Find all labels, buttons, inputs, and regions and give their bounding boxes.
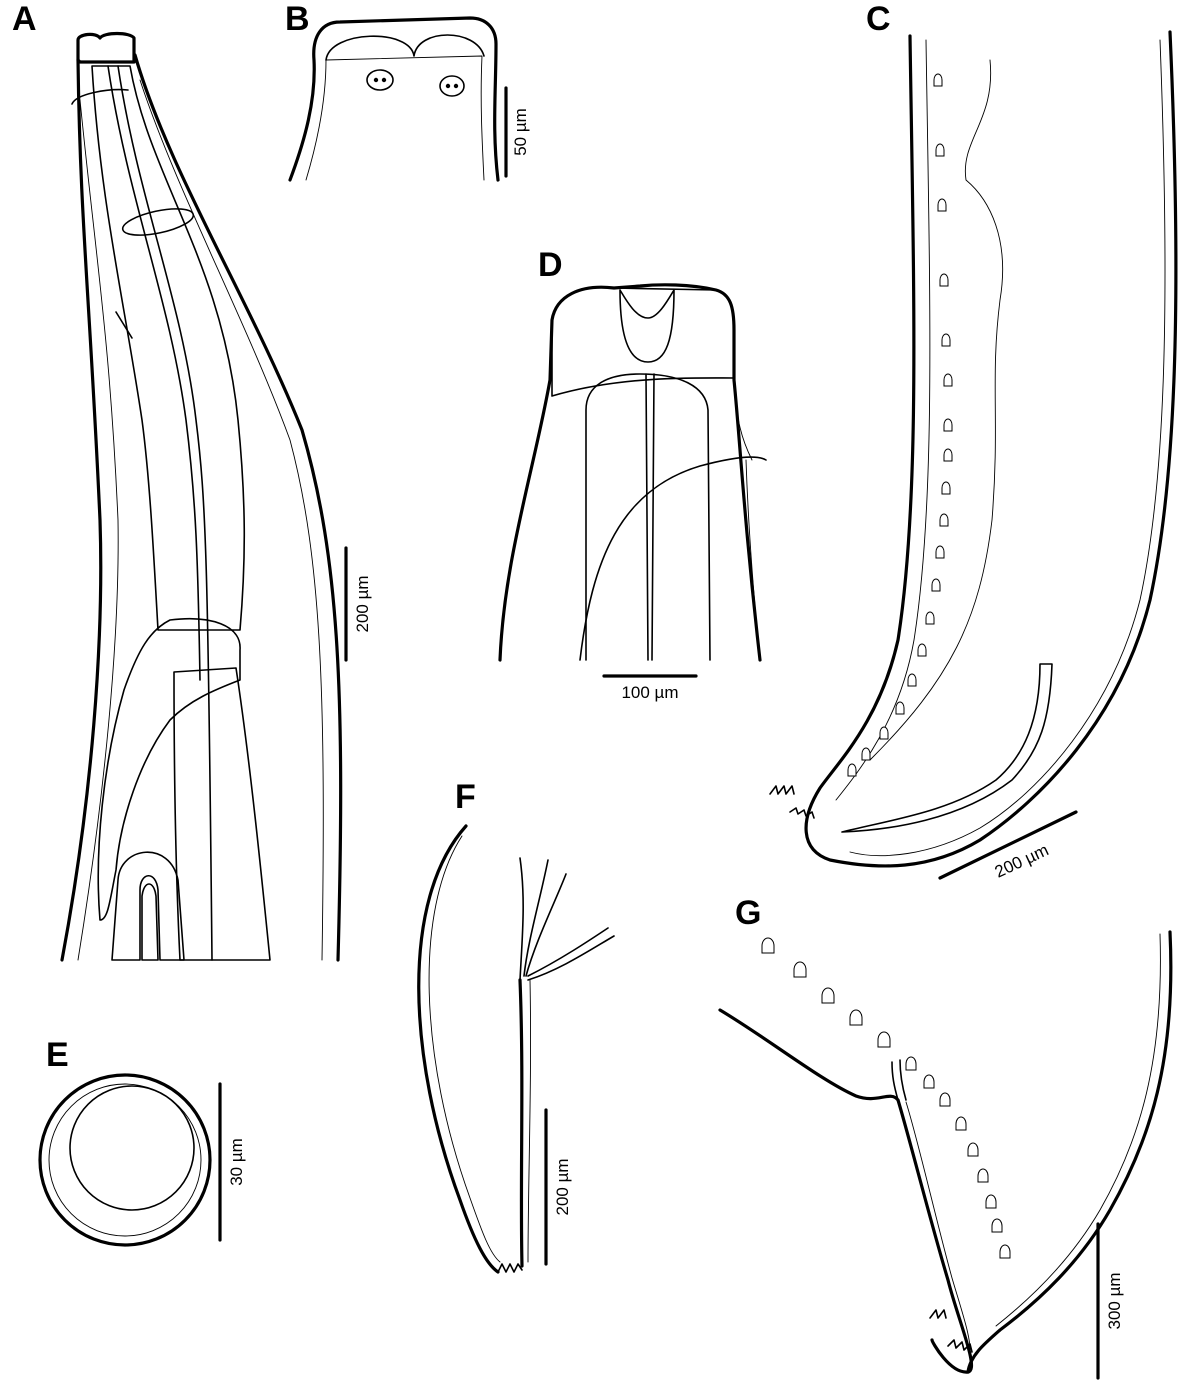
panel-a-body-outline bbox=[133, 53, 343, 962]
panel-c-intestine bbox=[869, 59, 1004, 761]
panel-a-scale-label: 200 µm bbox=[353, 575, 372, 632]
panel-g-cloaca bbox=[891, 1059, 907, 1101]
panel-f-anal-papillae bbox=[519, 857, 615, 981]
panel-a-body-outline-ventral bbox=[60, 58, 103, 962]
panel-a-ovary-inner bbox=[141, 883, 159, 961]
panel-b-head-outline bbox=[288, 16, 500, 182]
panel-d-cuticle-line bbox=[733, 379, 761, 661]
panel-e-egg-shell bbox=[38, 1073, 212, 1247]
panel-a-ovary-loop bbox=[111, 851, 185, 961]
panel-a-oesophagus-lumen bbox=[107, 65, 201, 681]
panel-f-cuticle-line bbox=[428, 835, 532, 1263]
panel-a-excretory-loop bbox=[71, 88, 129, 105]
panel-e: E 30 µm bbox=[38, 1036, 246, 1247]
panel-b-cuticle-line bbox=[305, 55, 485, 181]
panel-d-cephalic-cap bbox=[551, 286, 735, 397]
panel-b: B 50 µm bbox=[285, 0, 530, 182]
panel-f-scale-label: 200 µm bbox=[553, 1158, 572, 1215]
panel-c-cuticle-line-dorsal bbox=[849, 39, 1166, 857]
panel-g-cuticle-line bbox=[905, 933, 1161, 1357]
panel-letter-d: D bbox=[538, 246, 563, 284]
panel-letter-c: C bbox=[866, 0, 891, 38]
panel-a-nerve-ring bbox=[121, 208, 195, 236]
panel-e-scale-label: 30 µm bbox=[227, 1138, 246, 1186]
panel-a-cuticle-line-dorsal bbox=[139, 79, 324, 961]
panel-f-tail-tip bbox=[497, 1263, 523, 1273]
panel-c: C bbox=[769, 0, 1178, 882]
panel-b-scale-label: 50 µm bbox=[511, 108, 530, 156]
panel-c-caudal-papillae bbox=[847, 73, 953, 777]
panel-d-scale-label: 100 µm bbox=[621, 683, 678, 702]
panel-a-oesophagus bbox=[91, 65, 246, 631]
panel-d-excretory-canal bbox=[579, 456, 767, 661]
panel-d-oesophagus bbox=[585, 373, 711, 661]
panel-g-tail-outline bbox=[718, 1008, 974, 1374]
panel-a-cuticle-line bbox=[77, 99, 119, 961]
panel-e-egg-embryo bbox=[69, 1085, 195, 1211]
panel-b-lips bbox=[325, 34, 485, 61]
panel-c-spicule bbox=[841, 663, 1053, 833]
panel-g-caudal-papillae bbox=[761, 937, 1011, 1259]
panel-g: G 300 µm bbox=[718, 894, 1173, 1380]
panel-e-egg-inner-membrane bbox=[48, 1083, 202, 1237]
panel-letter-g: G bbox=[735, 894, 761, 932]
panel-a-intestine bbox=[173, 667, 271, 961]
panel-letter-f: F bbox=[455, 778, 476, 816]
panel-letter-a: A bbox=[12, 0, 37, 38]
panel-b-amphid-right bbox=[439, 75, 465, 97]
panel-d-oesophagus-lumen bbox=[645, 373, 655, 661]
panel-a-head bbox=[76, 31, 136, 64]
panel-g-scale-label: 300 µm bbox=[1105, 1272, 1124, 1329]
panel-d: D 100 µm bbox=[498, 246, 767, 702]
panel-c-scale-label: 200 µm bbox=[992, 840, 1052, 881]
panel-a-glandular-region bbox=[97, 618, 241, 921]
panel-c-tail-spines bbox=[769, 785, 815, 819]
panel-c-cuticle-line bbox=[835, 39, 931, 801]
panel-a-nerve-line bbox=[117, 65, 213, 961]
panel-letter-b: B bbox=[285, 0, 310, 38]
panel-f-tail-outline bbox=[417, 824, 524, 1274]
panel-a-deirid bbox=[115, 311, 133, 339]
panel-c-scale-bar bbox=[938, 810, 1078, 880]
panel-f: F 200 µm bbox=[417, 778, 615, 1274]
panel-a: A 200 µm bbox=[12, 0, 372, 962]
panel-b-amphid-left bbox=[366, 69, 394, 91]
panel-d-buccal-opening bbox=[619, 289, 675, 363]
panel-c-body-outline bbox=[804, 30, 1178, 868]
panel-d-head-outline bbox=[498, 283, 762, 662]
panel-g-dorsal-outline bbox=[966, 930, 1173, 1374]
panel-letter-e: E bbox=[46, 1036, 69, 1074]
panel-g-tail-spines bbox=[929, 1309, 973, 1353]
